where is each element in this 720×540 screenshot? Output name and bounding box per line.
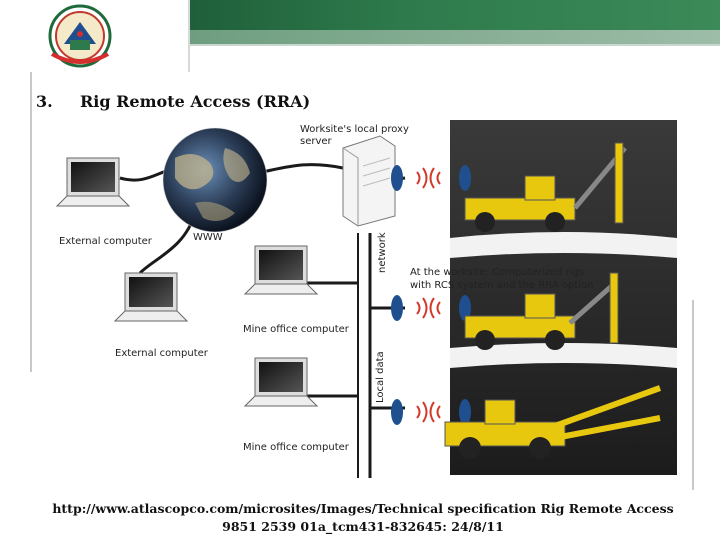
item-title: Rig Remote Access (RRA) <box>80 92 311 111</box>
worksite-label-line1: At the worksite: Computerized rigs <box>410 267 584 278</box>
slide-header <box>0 0 720 74</box>
wireless-signal-icon <box>416 401 441 423</box>
antenna-icon <box>391 165 403 191</box>
university-logo <box>48 4 112 68</box>
laptop-icon <box>113 272 189 322</box>
header-band-light <box>190 30 720 44</box>
rra-diagram: WWW External computer External computer … <box>45 118 685 480</box>
laptop-icon <box>55 157 131 207</box>
antenna-icon <box>391 295 403 321</box>
mine-office-computer-1-label: Mine office computer <box>243 324 350 335</box>
logo-area <box>0 0 190 72</box>
drill-rig-icon <box>444 385 662 459</box>
laptop-icon <box>243 245 319 295</box>
local-data-label: Local data <box>375 351 386 403</box>
source-citation: http://www.atlascopco.com/microsites/Ima… <box>18 500 708 536</box>
proxy-label-line2: server <box>300 136 333 147</box>
item-number: 3. <box>36 92 53 111</box>
antenna-icon <box>459 295 471 321</box>
network-label: network <box>377 232 388 273</box>
drill-rig-icon <box>464 142 627 232</box>
header-band-dark <box>190 0 720 30</box>
external-computer-1-label: External computer <box>59 236 153 247</box>
source-line-2: 9851 2539 01a_tcm431-832645: 24/8/11 <box>222 519 504 534</box>
header-band-white <box>190 44 720 74</box>
server-icon <box>342 135 396 227</box>
worksite-label-line2: with RCS system and the RRA option <box>410 280 593 291</box>
drill-rig-icon <box>464 272 619 350</box>
antenna-icon <box>459 399 471 425</box>
external-computer-2-label: External computer <box>115 348 209 359</box>
slide-right-border <box>692 300 694 490</box>
wireless-signal-icon <box>416 167 441 189</box>
antenna-icon <box>391 399 403 425</box>
antenna-icon <box>459 165 471 191</box>
www-label: WWW <box>193 232 223 243</box>
mine-office-computer-2-label: Mine office computer <box>243 442 350 453</box>
slide-left-border <box>30 72 32 372</box>
laptop-icon <box>243 357 319 407</box>
source-line-1: http://www.atlascopco.com/microsites/Ima… <box>52 501 674 516</box>
wireless-signal-icon <box>416 297 441 319</box>
proxy-label-line1: Worksite's local proxy <box>300 124 409 135</box>
globe-icon <box>162 127 268 233</box>
